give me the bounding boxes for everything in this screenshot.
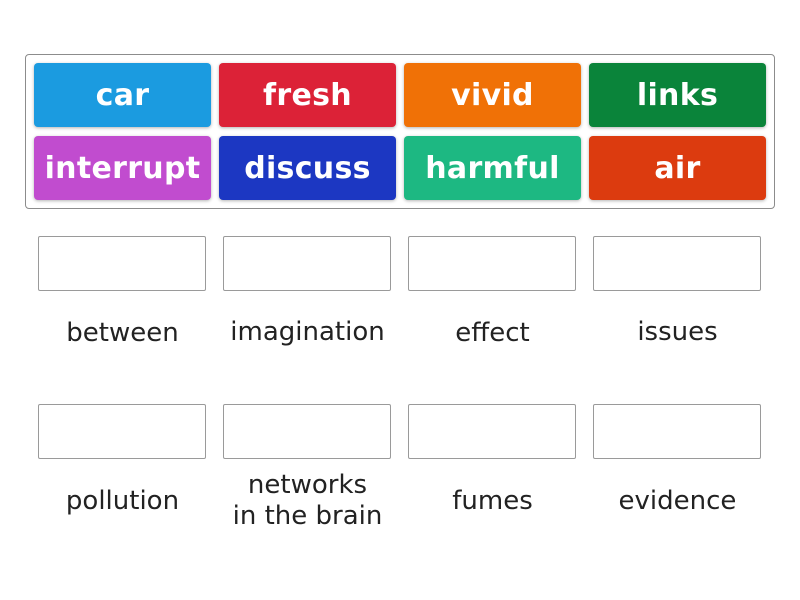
- target-label-issues: issues: [637, 317, 718, 347]
- word-tile-discuss[interactable]: discuss: [219, 136, 396, 200]
- word-bank: car fresh vivid links interrupt discuss …: [25, 54, 775, 209]
- word-tile-links[interactable]: links: [589, 63, 766, 127]
- drop-slot-networks-in-the-brain[interactable]: [223, 404, 391, 459]
- target-label-effect: effect: [455, 318, 530, 348]
- word-tile-vivid[interactable]: vivid: [404, 63, 581, 127]
- target-label-pollution: pollution: [65, 486, 180, 516]
- word-tile-air[interactable]: air: [589, 136, 766, 200]
- drop-slot-imagination[interactable]: [223, 236, 391, 291]
- word-tile-interrupt[interactable]: interrupt: [34, 136, 211, 200]
- target-label-fumes: fumes: [452, 486, 533, 516]
- target-label-imagination: imagination: [230, 317, 385, 347]
- drop-slot-pollution[interactable]: [38, 404, 206, 459]
- word-tile-fresh[interactable]: fresh: [219, 63, 396, 127]
- word-tile-harmful[interactable]: harmful: [404, 136, 581, 200]
- target-label-evidence: evidence: [618, 486, 737, 516]
- drop-slot-effect[interactable]: [408, 236, 576, 291]
- drop-slot-fumes[interactable]: [408, 404, 576, 459]
- drop-slot-evidence[interactable]: [593, 404, 761, 459]
- target-label-between: between: [66, 318, 179, 348]
- drop-slot-between[interactable]: [38, 236, 206, 291]
- drop-slot-issues[interactable]: [593, 236, 761, 291]
- word-tile-car[interactable]: car: [34, 63, 211, 127]
- target-label-networks-in-the-brain: networks in the brain: [232, 470, 383, 531]
